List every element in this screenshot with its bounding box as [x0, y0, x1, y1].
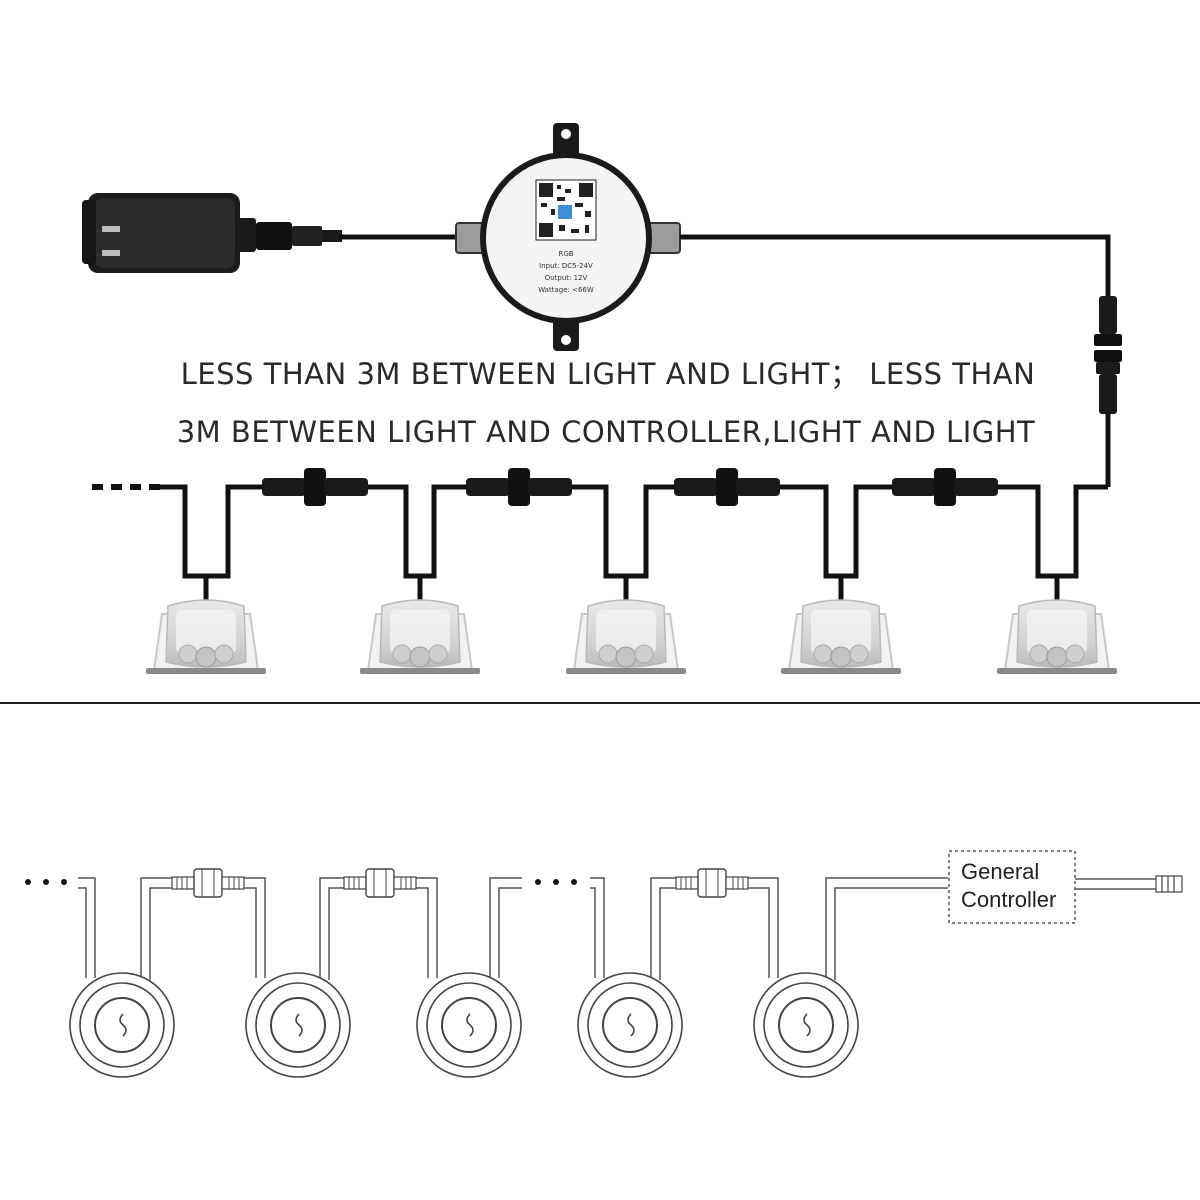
- round-light-icon: [245, 972, 351, 1078]
- controller-title: RGB: [558, 250, 573, 258]
- bottom-diagram: General Controller: [25, 850, 1183, 1078]
- qr-code-icon: [535, 179, 597, 241]
- round-light-icon: [69, 972, 175, 1078]
- general-controller-line1: General: [961, 859, 1039, 884]
- led-light-icon: [565, 599, 687, 675]
- inline-connector-icon: [675, 868, 749, 898]
- led-light-icon: [996, 599, 1118, 675]
- top-diagram: RGB Input: DC5-24V Output: 12V Wattage: …: [82, 123, 1122, 675]
- power-adapter: [82, 193, 342, 273]
- general-controller-line2: Controller: [961, 887, 1056, 912]
- round-light-icon: [577, 972, 683, 1078]
- caption-line-1: LESS THAN 3M BETWEEN LIGHT AND LIGHT； LE…: [181, 357, 1036, 391]
- caption-line-2: 3M BETWEEN LIGHT AND CONTROLLER,LIGHT AN…: [177, 415, 1036, 449]
- inline-connector-icon: [343, 868, 417, 898]
- round-light-icon: [753, 972, 859, 1078]
- continuation-dots-icon: [92, 484, 160, 490]
- controller-wattage: Wattage: <66W: [538, 286, 594, 294]
- controller-input: Input: DC5-24V: [539, 262, 593, 270]
- round-light-icon: [416, 972, 522, 1078]
- general-controller: General Controller: [948, 850, 1076, 924]
- plug-prong-icon: [102, 226, 120, 232]
- rgb-controller: RGB Input: DC5-24V Output: 12V Wattage: …: [455, 123, 681, 351]
- plug-prong-icon: [102, 250, 120, 256]
- led-light-icon: [780, 599, 902, 675]
- vertical-connector-icon: [1094, 296, 1122, 414]
- end-plug-icon: [1155, 875, 1183, 893]
- continuation-dots-icon: [25, 879, 67, 885]
- led-light-icon: [145, 599, 267, 675]
- inline-connector-icon: [674, 468, 780, 506]
- inline-connector-icon: [262, 468, 368, 506]
- continuation-dots-icon: [535, 879, 577, 885]
- inline-connector-icon: [466, 468, 572, 506]
- inline-connector-icon: [892, 468, 998, 506]
- inline-connector-icon: [171, 868, 245, 898]
- controller-output: Output: 12V: [545, 274, 588, 282]
- led-light-icon: [359, 599, 481, 675]
